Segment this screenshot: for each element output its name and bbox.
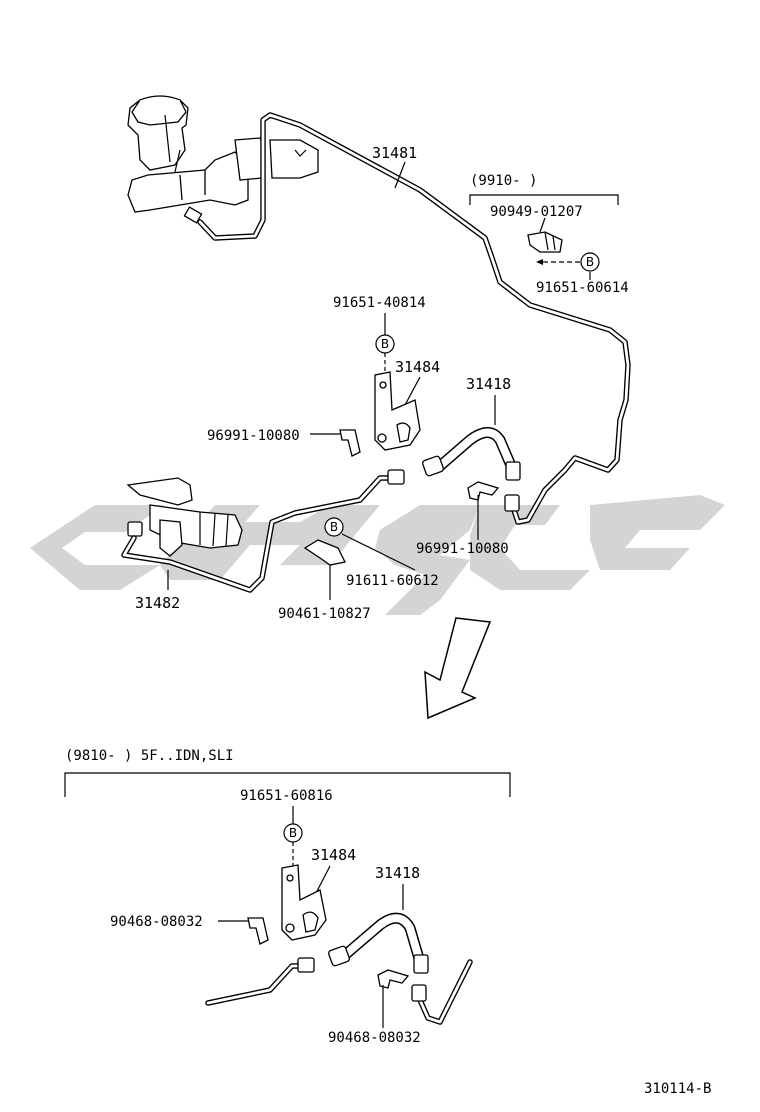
clutch-hose-31418-top <box>422 427 521 481</box>
bolt-marker-top-1: B <box>375 334 395 354</box>
bolt-marker-top-2: B <box>324 517 344 537</box>
clutch-pipe-31481 <box>197 112 631 525</box>
clutch-master-cylinder <box>127 95 319 224</box>
label-31484-bottom: 31484 <box>311 846 356 864</box>
bracket-31484-bottom <box>281 864 327 941</box>
clutch-hose-31418-bottom <box>328 912 429 974</box>
diagram-code: 310114-B <box>644 1081 711 1097</box>
label-91651-40814: 91651-40814 <box>333 295 426 311</box>
bolt-marker-inset: B <box>580 252 600 272</box>
label-91611-60612: 91611-60612 <box>346 573 439 589</box>
label-31482: 31482 <box>135 594 180 612</box>
clip-96991-10080-left <box>339 429 361 457</box>
inset-header: (9910- ) <box>470 173 537 189</box>
label-31418-bottom: 31418 <box>375 864 420 882</box>
leader-lines-top <box>167 161 591 600</box>
label-91651-60614: 91651-60614 <box>536 280 629 296</box>
clutch-pipe-bottom-left <box>205 957 315 1006</box>
label-90949-01207: 90949-01207 <box>490 204 583 220</box>
label-90468-08032-left: 90468-08032 <box>110 914 203 930</box>
arrow-down-icon <box>424 617 492 720</box>
inset-9910 <box>469 194 619 265</box>
bottom-bracket-line <box>64 772 511 797</box>
label-31484-top: 31484 <box>395 358 440 376</box>
svg-text:B: B <box>586 255 594 269</box>
label-90468-08032-right: 90468-08032 <box>328 1030 421 1046</box>
label-31481: 31481 <box>372 144 417 162</box>
clip-90468-08032-left <box>247 917 269 945</box>
clutch-release-cylinder <box>126 477 243 557</box>
svg-text:B: B <box>289 826 297 840</box>
clip-96991-10080-right <box>467 481 500 501</box>
label-96991-10080-right: 96991-10080 <box>416 541 509 557</box>
bracket-31484-top <box>374 371 421 451</box>
label-91651-60816: 91651-60816 <box>240 788 333 804</box>
clamp-90461-10827 <box>303 539 346 566</box>
clutch-pipe-bottom-right <box>411 959 473 1025</box>
label-90461-10827: 90461-10827 <box>278 606 371 622</box>
svg-text:B: B <box>381 337 389 351</box>
bolt-marker-bottom: B <box>283 823 303 843</box>
clutch-pipe-31482 <box>121 469 405 593</box>
label-31418-top: 31418 <box>466 375 511 393</box>
svg-text:B: B <box>330 520 338 534</box>
bottom-header: (9810- ) 5F..IDN,SLI <box>65 748 234 764</box>
clip-90468-08032-right <box>377 969 410 989</box>
label-96991-10080-left: 96991-10080 <box>207 428 300 444</box>
